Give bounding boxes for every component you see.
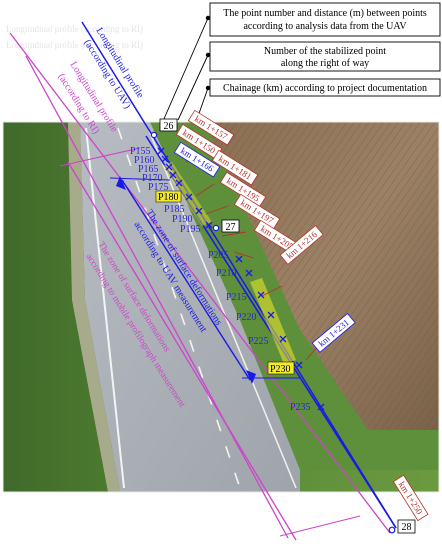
chainage-leader (261, 285, 283, 297)
right-verge (150, 122, 439, 470)
point-x-14 (295, 361, 303, 369)
chainage-leader (221, 231, 247, 237)
point-markers (157, 147, 325, 411)
leader-dot-2 (205, 52, 211, 58)
chainage-box (173, 141, 221, 178)
chainage-box (219, 171, 267, 208)
uav-line-outer (81, 21, 397, 529)
legend: The point number and distance (m) betwee… (209, 2, 441, 97)
ri-zone-tick-top (59, 147, 141, 167)
point-x-3 (165, 163, 173, 171)
legend-box-chainage (209, 78, 441, 97)
stabilized-point-27-marker (212, 224, 220, 232)
chainage-box (233, 193, 281, 230)
point-label: P235 (290, 402, 311, 413)
legend-chainage: Chainage (km) according to project docum… (223, 83, 427, 94)
point-label: P205 (208, 250, 229, 261)
point-highlight-p180 (155, 190, 182, 203)
stabilized-box-27 (221, 219, 240, 233)
legend-box-stabilized (209, 41, 441, 72)
chainage-box (211, 149, 259, 186)
chainage-leader (205, 205, 229, 215)
chainage-box (187, 109, 235, 146)
point-x-11 (257, 291, 265, 299)
point-label: P230 (270, 364, 291, 375)
uav-zone-arrow (121, 179, 251, 381)
point-label: P190 (172, 214, 193, 225)
road-surface (80, 122, 300, 492)
stabilized-point-26-marker (150, 131, 158, 139)
point-label: P170 (142, 173, 163, 184)
stabilized-label-26: 26 (164, 121, 174, 132)
ri-line-upper (9, 32, 391, 534)
point-label: P175 (148, 182, 169, 193)
ri-zone-tick-bottom (279, 515, 361, 537)
chainage-box (279, 224, 324, 265)
point-x-5 (175, 179, 183, 187)
centre-line (117, 127, 241, 489)
leader-dot-1 (205, 15, 211, 21)
leader-dot-3 (205, 85, 211, 91)
point-x-12 (267, 311, 275, 319)
stabilized-box-26 (159, 118, 178, 132)
point-x-4 (169, 171, 177, 179)
point-label: P210 (216, 268, 237, 279)
ri-line-lower (25, 55, 289, 539)
uav-zone-tick-top (109, 177, 171, 181)
leader-point-distance (159, 17, 209, 129)
point-label: P220 (236, 312, 257, 323)
legend-box-point-distance (209, 2, 441, 37)
legend-stabilized-line1: Number of the stabilized point (264, 46, 386, 57)
aerial-photo (2, 121, 440, 493)
legend-stabilized-line2: along the right of way (281, 58, 369, 69)
chainage-box (392, 474, 429, 522)
point-x-1 (157, 147, 165, 155)
point-label: P195 (180, 224, 201, 235)
point-x-10 (245, 269, 253, 277)
point-labels: P155 P160 P165 P170 P175 P180 P185 P190 … (130, 146, 311, 413)
photo-frame (2, 121, 440, 493)
point-x-7 (195, 207, 203, 215)
point-label: P165 (138, 164, 159, 175)
chainage-leader (195, 183, 215, 197)
point-label: P225 (248, 336, 269, 347)
stabilized-label-27: 27 (226, 222, 236, 233)
point-label: P215 (226, 292, 247, 303)
point-label: P160 (134, 155, 155, 166)
ghost-text-1: Longitudinal profile (according to RI) (6, 24, 143, 34)
road-shoulder-left (68, 122, 120, 492)
point-x-8 (205, 221, 213, 229)
ghost-text-2: Longitudinal profile (according to RI) (6, 40, 143, 50)
edge-line-right (147, 127, 297, 489)
point-x-6 (185, 193, 193, 201)
stabilized-box-28 (397, 519, 416, 534)
deformation-strip-2 (250, 278, 296, 364)
legend-point-distance-line2: according to analysis data from the UAV (243, 21, 407, 32)
legend-leaders (159, 17, 209, 129)
point-x-15 (317, 403, 325, 411)
chainage-box (311, 312, 356, 353)
point-label: P180 (158, 192, 179, 203)
chainage-leader (233, 251, 255, 259)
edge-line-left (85, 127, 125, 489)
stabilized-label-28: 28 (402, 522, 412, 533)
point-highlight-p230 (267, 361, 295, 375)
point-label: P155 (130, 146, 151, 157)
uav-zone-arrowhead-bottom (246, 370, 256, 384)
leader-stabilized (177, 54, 209, 121)
point-x-2 (161, 155, 169, 163)
stabilized-point-28-marker (388, 526, 396, 534)
point-label: P185 (164, 204, 185, 215)
ri-profile (9, 32, 391, 541)
point-x-9 (235, 255, 243, 263)
point-x-13 (279, 335, 287, 343)
legend-point-distance-line1: The point number and distance (m) betwee… (223, 8, 427, 19)
uav-zone-arrowhead-top (116, 176, 126, 190)
ri-zone-line (67, 161, 297, 541)
